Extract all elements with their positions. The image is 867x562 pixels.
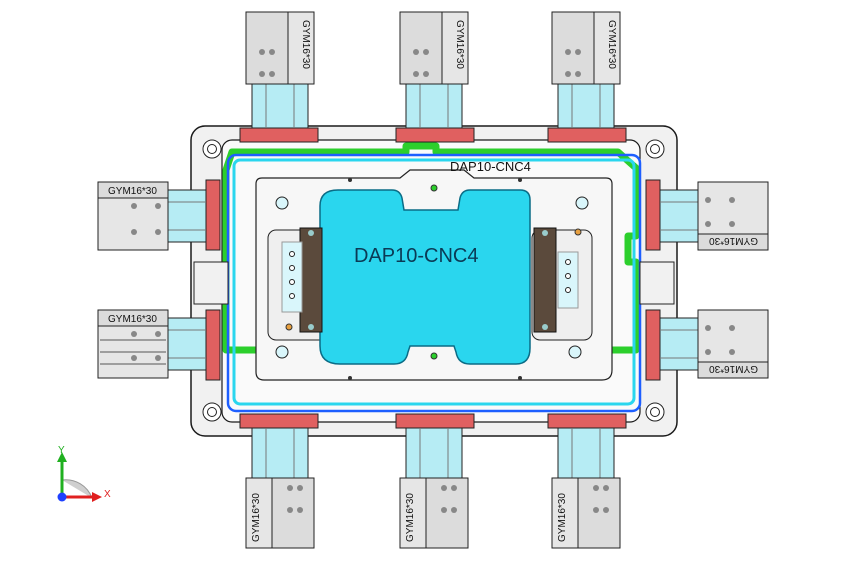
y-axis-label: Y	[58, 445, 65, 456]
bottom-clamp-jaws	[239, 413, 627, 429]
left-hole-grid	[281, 241, 303, 313]
cylinder-label: GYM16*30	[454, 20, 465, 69]
x-axis-arrow	[92, 492, 102, 502]
cylinder-label: GYM16*30	[405, 493, 416, 542]
left-clamp-block	[299, 227, 323, 333]
fixture-center-label: DAP10-CNC4	[354, 245, 478, 267]
locating-pins	[275, 178, 589, 380]
right-cylinders: GYM16*30 GYM16*30	[659, 181, 769, 379]
triad-arc	[61, 479, 93, 499]
cylinder-label: GYM16*30	[709, 235, 758, 246]
corner-bolt-top-left	[202, 139, 222, 159]
top-cylinders: GYM16*30 GYM16*30 GYM16*30	[245, 11, 621, 129]
cylinder-label: GYM16*30	[300, 20, 311, 69]
cyan-workpiece	[319, 189, 531, 365]
cylinder-label: GYM16*30	[709, 363, 758, 374]
side-clamp-jaws	[205, 179, 661, 381]
cylinder-label: GYM16*30	[606, 20, 617, 69]
corner-bolt-top-right	[645, 139, 665, 159]
x-axis-label: X	[104, 489, 111, 500]
corner-bolt-bottom-left	[202, 402, 222, 422]
corner-bolt-bottom-right	[645, 402, 665, 422]
cylinder-label: GYM16*30	[108, 186, 157, 197]
fixture-top-label: DAP10-CNC4	[450, 159, 531, 174]
left-cylinders: GYM16*30 GYM16*30	[97, 181, 207, 379]
y-axis-arrow	[57, 452, 67, 462]
z-axis-dot	[57, 492, 67, 502]
cylinder-label: GYM16*30	[557, 493, 568, 542]
cylinder-label: GYM16*30	[251, 493, 262, 542]
top-clamp-jaws	[239, 127, 627, 143]
axis-triad: Y X	[57, 445, 111, 502]
right-clamp-block	[533, 227, 557, 333]
cylinder-label: GYM16*30	[108, 314, 157, 325]
bottom-cylinders: GYM16*30 GYM16*30 GYM16*30	[245, 427, 621, 549]
right-side-plate	[639, 261, 675, 305]
left-side-plate	[193, 261, 229, 305]
right-hole-grid	[557, 251, 579, 309]
